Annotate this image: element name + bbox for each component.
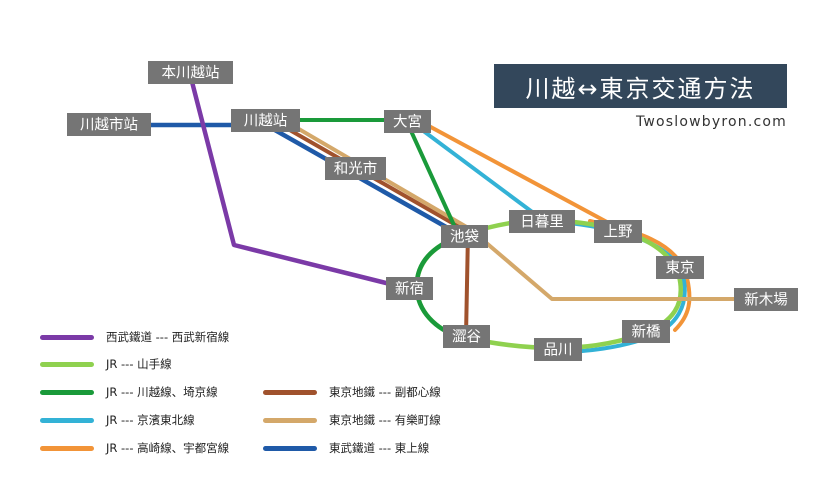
legend-swatch xyxy=(263,417,317,423)
legend-item: JR --- 山手線 xyxy=(40,356,172,372)
station-label: 大宮 xyxy=(393,114,422,131)
station-kawagoe: 川越站 xyxy=(231,109,300,132)
station-label: 川越市站 xyxy=(80,117,138,134)
station-nippori: 日暮里 xyxy=(509,210,575,233)
station-label: 新宿 xyxy=(395,281,424,298)
legend-swatch xyxy=(40,334,94,340)
station-label: 新木場 xyxy=(744,292,788,309)
station-label: 品川 xyxy=(544,342,573,359)
legend-label: JR --- 山手線 xyxy=(106,357,172,371)
station-shinagawa: 品川 xyxy=(534,338,582,361)
keihin-tohoku-line-north xyxy=(408,119,545,222)
station-label: 和光市 xyxy=(334,161,378,178)
station-wakoshi: 和光市 xyxy=(325,157,386,180)
map-title: 川越↔東京交通方法 xyxy=(494,64,787,108)
station-kawagoeshi: 川越市站 xyxy=(67,113,151,136)
legend-item: JR --- 京濱東北線 xyxy=(40,412,195,428)
legend-swatch xyxy=(40,445,94,451)
station-label: 本川越站 xyxy=(162,65,220,82)
station-honkawagoe: 本川越站 xyxy=(148,61,233,84)
station-tokyo: 東京 xyxy=(656,256,704,279)
legend-swatch xyxy=(40,417,94,423)
legend-label: 東京地鐵 --- 有樂町線 xyxy=(329,413,441,427)
legend-label: 東京地鐵 --- 副都心線 xyxy=(329,385,441,399)
seibu-shinjuku-line xyxy=(187,73,411,292)
legend-label: JR --- 川越線、埼京線 xyxy=(106,385,218,399)
station-label: 川越站 xyxy=(244,113,288,130)
station-shinkiba: 新木場 xyxy=(734,288,798,311)
legend-item: 東京地鐵 --- 副都心線 xyxy=(263,384,441,400)
legend-swatch xyxy=(263,445,317,451)
station-label: 新橋 xyxy=(632,324,661,341)
station-ikebukuro: 池袋 xyxy=(441,225,488,248)
legend-label: 東武鐵道 --- 東上線 xyxy=(329,441,430,455)
station-omiya: 大宮 xyxy=(384,110,431,133)
station-label: 東京 xyxy=(666,260,695,277)
legend-item: 東京地鐵 --- 有樂町線 xyxy=(263,412,441,428)
station-shinjuku: 新宿 xyxy=(386,277,433,300)
takasaki-line-north xyxy=(413,116,619,230)
legend-swatch xyxy=(40,361,94,367)
website-credit: Twoslowbyron.com xyxy=(635,114,787,130)
station-shinbashi: 新橋 xyxy=(622,320,670,343)
station-ueno: 上野 xyxy=(594,220,642,243)
legend-item: 東武鐵道 --- 東上線 xyxy=(263,440,429,456)
legend-swatch xyxy=(40,389,94,395)
legend-label: 西武鐵道 --- 西武新宿線 xyxy=(106,330,230,344)
station-label: 澀谷 xyxy=(452,329,481,346)
station-shibuya: 澀谷 xyxy=(443,325,490,348)
legend-item: JR --- 川越線、埼京線 xyxy=(40,384,218,400)
legend-label: JR --- 高崎線、宇都宮線 xyxy=(106,441,230,455)
tobu-tojo-line xyxy=(108,122,464,238)
station-label: 池袋 xyxy=(450,229,479,246)
station-label: 上野 xyxy=(604,224,633,241)
legend-item: 西武鐵道 --- 西武新宿線 xyxy=(40,329,229,345)
legend-swatch xyxy=(263,389,317,395)
legend-item: JR --- 高崎線、宇都宮線 xyxy=(40,440,229,456)
station-label: 日暮里 xyxy=(520,214,564,231)
fukutoshin-line xyxy=(273,119,470,337)
legend-label: JR --- 京濱東北線 xyxy=(106,413,195,427)
